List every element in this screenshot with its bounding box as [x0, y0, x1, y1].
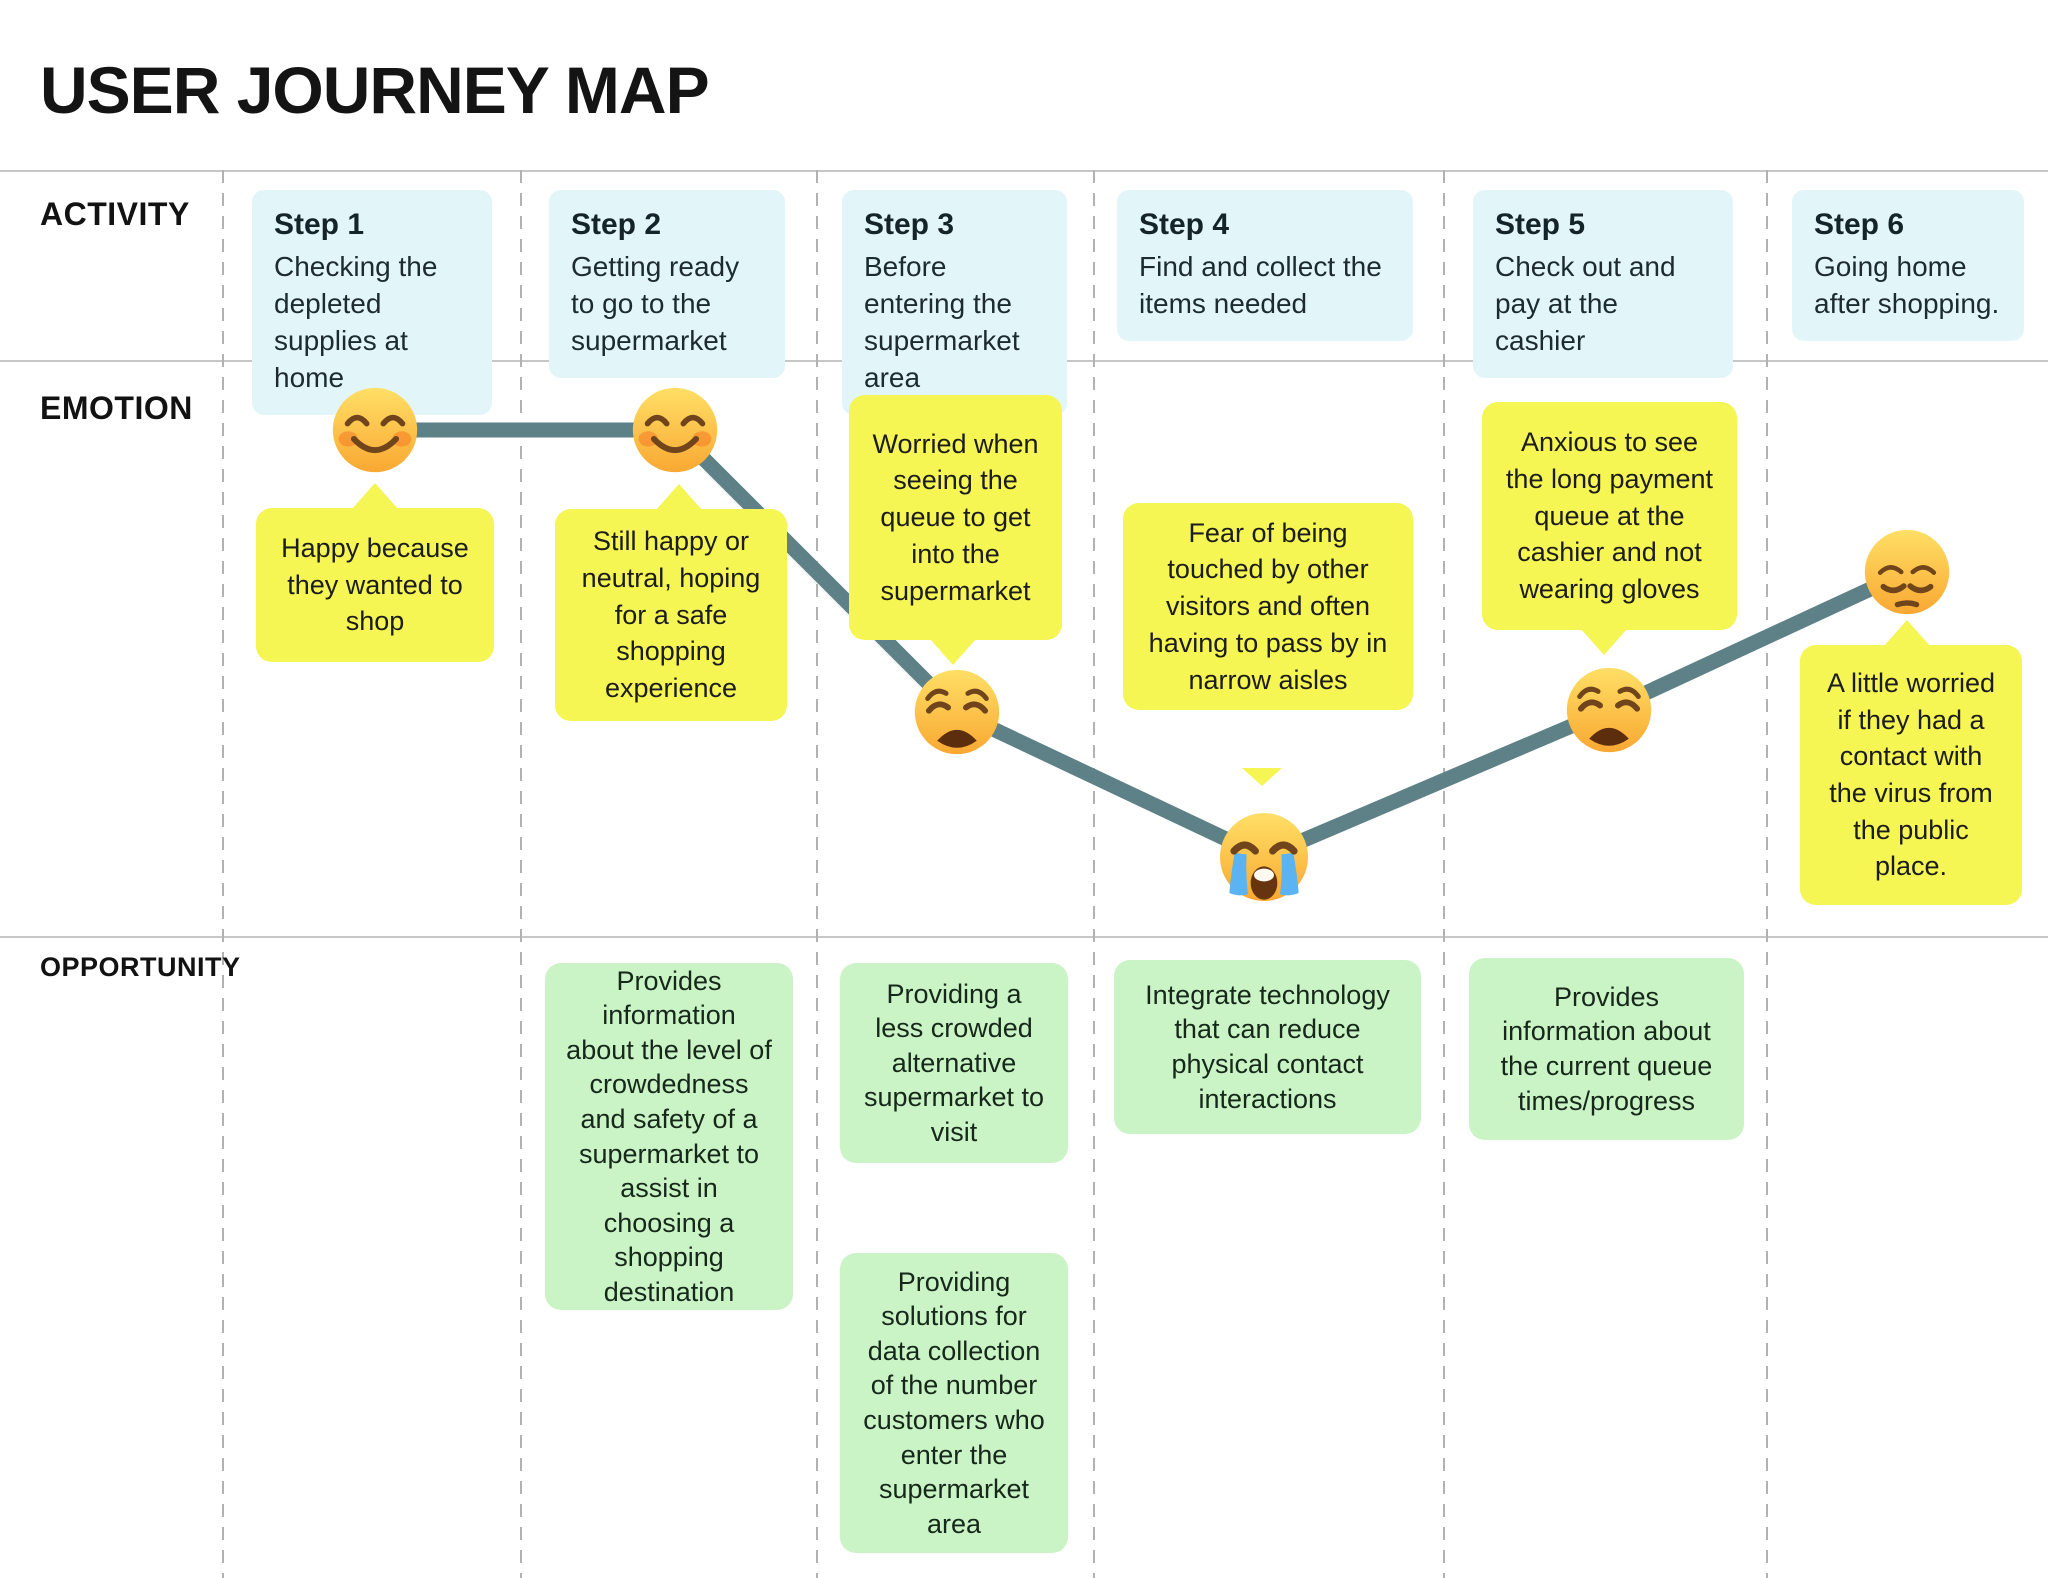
- column-divider: [816, 170, 818, 1578]
- callout-pointer-down: [1581, 629, 1627, 655]
- emotion-note-step-5[interactable]: Anxious to see the long payment queue at…: [1482, 402, 1737, 630]
- emotion-note-step-4[interactable]: Fear of being touched by other visitors …: [1123, 503, 1413, 710]
- column-divider: [1093, 170, 1095, 1578]
- callout-pointer-down: [1242, 768, 1282, 786]
- weary-face-icon[interactable]: [911, 666, 1003, 758]
- column-divider: [520, 170, 522, 1578]
- column-divider: [1766, 170, 1768, 1578]
- smiling-face-icon[interactable]: [329, 384, 421, 476]
- activity-card-step-1[interactable]: Step 1 Checking the depleted supplies at…: [252, 190, 492, 415]
- pensive-face-icon[interactable]: [1861, 526, 1953, 618]
- activity-card-step-3[interactable]: Step 3 Before entering the supermarket a…: [842, 190, 1067, 415]
- row-label-activity: ACTIVITY: [40, 196, 190, 232]
- step-description: Getting ready to go to the supermarket: [571, 251, 740, 356]
- activity-card-step-2[interactable]: Step 2 Getting ready to go to the superm…: [549, 190, 785, 378]
- row-label-opportunity: OPPORTUNITY: [40, 952, 241, 982]
- emotion-note-step-3[interactable]: Worried when seeing the queue to get int…: [849, 395, 1062, 640]
- callout-pointer-up: [656, 484, 702, 510]
- step-description: Find and collect the items needed: [1139, 251, 1382, 319]
- activity-card-step-6[interactable]: Step 6 Going home after shopping.: [1792, 190, 2024, 341]
- opportunity-note-step-3a[interactable]: Providing a less crowded alternative sup…: [840, 963, 1068, 1163]
- loudly-crying-face-icon[interactable]: [1216, 809, 1312, 905]
- step-description: Checking the depleted supplies at home: [274, 251, 438, 393]
- step-name: Step 2: [571, 208, 662, 241]
- activity-card-step-4[interactable]: Step 4 Find and collect the items needed: [1117, 190, 1413, 341]
- step-name: Step 3: [864, 208, 955, 241]
- step-name: Step 5: [1495, 208, 1586, 241]
- page-title: USER JOURNEY MAP: [40, 53, 710, 127]
- opportunity-note-step-3b[interactable]: Providing solutions for data collection …: [840, 1253, 1068, 1553]
- column-divider: [222, 170, 224, 1578]
- callout-pointer-down: [930, 639, 976, 665]
- opportunity-note-step-4[interactable]: Integrate technology that can reduce phy…: [1114, 960, 1421, 1134]
- opportunity-note-step-2[interactable]: Provides information about the level of …: [545, 963, 793, 1310]
- weary-face-icon[interactable]: [1563, 664, 1655, 756]
- emotion-note-step-2[interactable]: Still happy or neutral, hoping for a saf…: [555, 509, 787, 721]
- opportunity-note-step-5[interactable]: Provides information about the current q…: [1469, 958, 1744, 1140]
- step-name: Step 1: [274, 208, 365, 241]
- step-name: Step 6: [1814, 208, 1905, 241]
- activity-card-step-5[interactable]: Step 5 Check out and pay at the cashier: [1473, 190, 1733, 378]
- step-description: Going home after shopping.: [1814, 251, 2000, 319]
- row-label-emotion: EMOTION: [40, 390, 193, 426]
- step-description: Check out and pay at the cashier: [1495, 251, 1676, 356]
- column-divider: [1443, 170, 1445, 1578]
- emotion-note-step-1[interactable]: Happy because they wanted to shop: [256, 508, 494, 662]
- callout-pointer-up: [1884, 620, 1930, 646]
- row-divider: [0, 170, 2048, 172]
- callout-pointer-up: [352, 483, 398, 509]
- row-divider: [0, 936, 2048, 938]
- step-description: Before entering the supermarket area: [864, 251, 1020, 393]
- smiling-face-icon[interactable]: [629, 384, 721, 476]
- emotion-note-step-6[interactable]: A little worried if they had a contact w…: [1800, 645, 2022, 905]
- step-name: Step 4: [1139, 208, 1230, 241]
